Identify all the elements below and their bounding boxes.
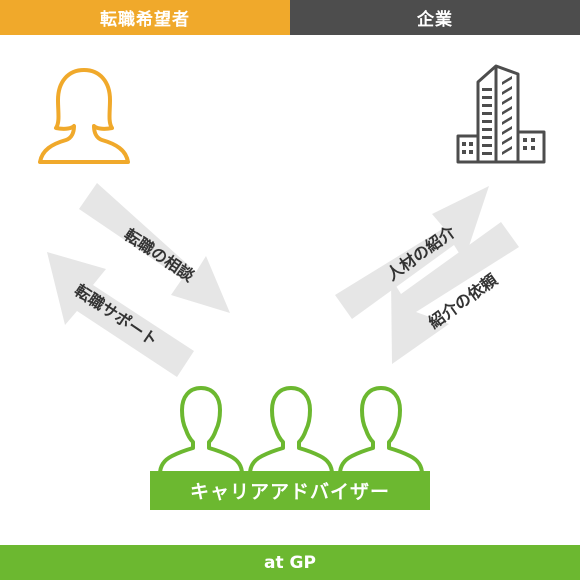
building-icon xyxy=(456,64,546,164)
company-header: 企業 xyxy=(290,0,580,35)
job-seeker-title: 転職希望者 xyxy=(100,10,190,30)
advisor-group-icon xyxy=(158,386,424,476)
request-introduction-arrow xyxy=(391,222,519,364)
job-seeker-header: 転職希望者 xyxy=(0,0,290,35)
footer-bar: at GP xyxy=(0,545,580,580)
support-arrow xyxy=(47,252,194,377)
introduce-talent-arrow xyxy=(335,186,489,319)
company-title: 企業 xyxy=(417,10,453,30)
career-advisor-text: キャリアアドバイザー xyxy=(189,481,390,503)
person-icon xyxy=(38,68,130,164)
career-advisor-label: キャリアアドバイザー xyxy=(150,471,430,510)
footer-text: at GP xyxy=(264,552,316,573)
consultation-arrow xyxy=(79,183,230,313)
